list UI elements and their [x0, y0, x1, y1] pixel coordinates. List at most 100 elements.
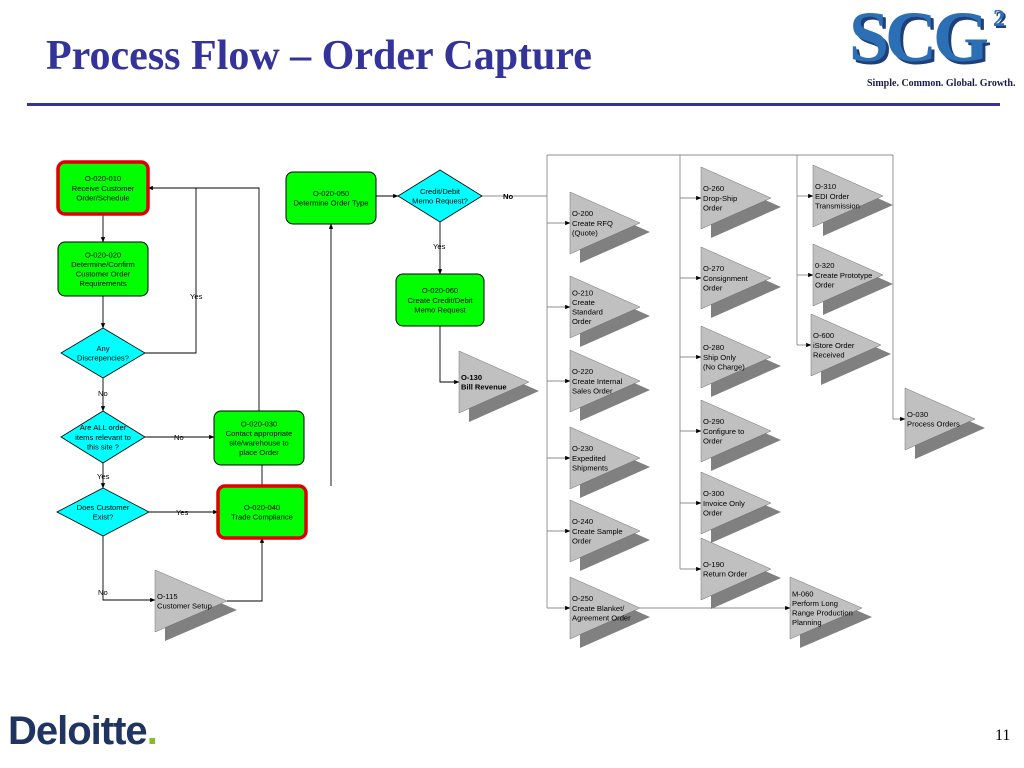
- offpage-label: Order: [572, 317, 592, 326]
- process-label: Determine/Confirm: [71, 260, 135, 269]
- offpage-label: O-270: [703, 264, 724, 273]
- decision-label: Credit/Debit: [420, 187, 461, 196]
- decision-label: this site ?: [87, 442, 119, 451]
- offpage-label: Create Sample: [572, 527, 623, 536]
- offpage-label: Create Internal: [572, 377, 623, 386]
- offpage-label: Create: [572, 298, 595, 307]
- edge-label-yes_credit: Yes: [433, 242, 446, 251]
- process-label: Receive Customer: [72, 184, 135, 193]
- edge-115-040: [227, 537, 265, 602]
- decision-label: Any: [96, 344, 109, 353]
- edge-label-yes_all: Yes: [97, 472, 110, 481]
- edge-label-no_credit: No: [503, 192, 513, 201]
- offpage-label: O-210: [572, 288, 593, 297]
- scg-logo: SCG 2 Simple. Common. Global. Growth.: [845, 0, 1020, 102]
- offpage-label: O-290: [703, 417, 724, 426]
- offpage-label: M-060: [792, 589, 814, 598]
- offpage-label: O-115: [157, 592, 178, 601]
- offpage-label: O-230: [572, 444, 593, 453]
- decision-label: Discrepencies?: [77, 354, 129, 363]
- logo-letters: SCG: [849, 0, 989, 77]
- offpage-label: (No Charge): [703, 362, 745, 371]
- offpage-label: Received: [813, 350, 845, 359]
- offpage-label: Sales Order: [572, 386, 613, 395]
- deloitte-logo: Deloitte.: [8, 709, 158, 754]
- offpage-label: Configure to: [703, 427, 744, 436]
- offpage-label: O-240: [572, 517, 593, 526]
- process-label: Create Credit/Debit: [408, 296, 474, 305]
- process-label: Customer Order: [76, 270, 131, 279]
- decision-label: items relevant to: [75, 433, 131, 442]
- offpage-label: Drop-Ship: [703, 194, 737, 203]
- offpage-label: Standard: [572, 308, 603, 317]
- process-label: site/warehouse to: [229, 439, 289, 448]
- offpage-label: O-260: [703, 184, 724, 193]
- offpage-label: Order: [703, 436, 723, 445]
- offpage-label: Planning: [792, 618, 822, 627]
- offpage-label: Invoice Only: [703, 499, 745, 508]
- offpage-label: O-220: [572, 367, 593, 376]
- deloitte-dot: .: [146, 709, 158, 753]
- offpage-label: Transmission: [815, 201, 860, 210]
- offpage-label: O-250: [572, 594, 593, 603]
- process-label: O-020-040: [244, 503, 280, 512]
- offpage-label: Order: [703, 508, 723, 517]
- offpage-label: O-310: [815, 182, 836, 191]
- process-label: Trade Compliance: [231, 513, 293, 522]
- edge-label-no_cust: No: [98, 588, 108, 597]
- decision-label: Does Customer: [77, 503, 130, 512]
- process-label: place Order: [239, 448, 279, 457]
- deloitte-wordmark: Deloitte: [8, 709, 148, 753]
- edge-disc-yes-010: [145, 185, 197, 354]
- connector-lines: [100, 154, 906, 611]
- process-label: Memo Request: [414, 305, 466, 314]
- offpage-label: O-600: [813, 331, 834, 340]
- process-label: Order/Schedule: [76, 193, 129, 202]
- offpage-label: Expedited: [572, 454, 606, 463]
- edge-label-yes_cust: Yes: [176, 508, 189, 517]
- decision-label: Are ALL order: [80, 423, 127, 432]
- edge-label-yes_disc: Yes: [190, 292, 203, 301]
- offpage-label: iStore Order: [813, 341, 855, 350]
- process-label: Requirements: [79, 279, 126, 288]
- process-label: O-020-060: [422, 286, 458, 295]
- process-label: O-020-050: [313, 189, 349, 198]
- process-label: O-020-030: [241, 419, 277, 428]
- offpage-label: (Quote): [572, 228, 598, 237]
- title-underline: [27, 103, 1000, 106]
- logo-superscript: 2: [993, 6, 1005, 32]
- offpage-label: Shipments: [572, 463, 608, 472]
- offpage-label: O-130: [461, 373, 482, 382]
- edge-to-030: [892, 155, 906, 422]
- offpage-label: O-280: [703, 343, 724, 352]
- process-label: Determine Order Type: [294, 199, 369, 208]
- offpage-label: Consignment: [703, 274, 749, 283]
- decision-label: Memo Request?: [412, 197, 468, 206]
- offpage-label: 0-320: [815, 261, 834, 270]
- decision-label: Exist?: [93, 513, 114, 522]
- offpage-label: O-200: [572, 209, 593, 218]
- offpage-label: Order: [703, 283, 723, 292]
